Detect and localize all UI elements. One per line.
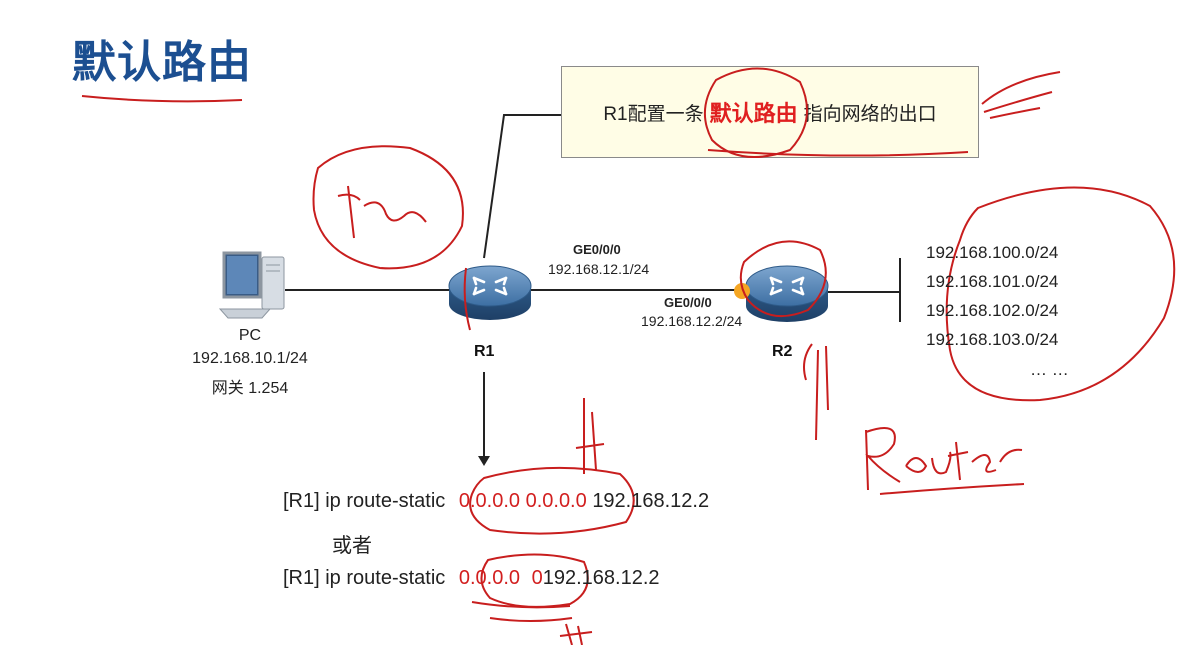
title-underline-stroke xyxy=(81,95,243,103)
arrowhead xyxy=(478,456,490,466)
ink-annotations xyxy=(312,67,1176,645)
r1-ip: 192.168.12.1/24 xyxy=(548,261,650,277)
command-2-prefix: [R1] ip route-static xyxy=(283,567,446,589)
callout-suffix: 指向网络的出口 xyxy=(803,103,937,125)
pc-icon xyxy=(218,251,285,319)
callout-prefix: R1配置一条 xyxy=(603,103,704,125)
command-1: [R1] ip route-static 0.0.0.0 0.0.0.0 192… xyxy=(283,490,709,513)
router-r1-icon xyxy=(448,265,532,320)
command-1-prefix: [R1] ip route-static xyxy=(283,490,446,512)
network-item: 192.168.103.0/24 xyxy=(926,330,1059,349)
pc-gateway: 网关 1.254 xyxy=(211,380,289,397)
r1-name: R1 xyxy=(474,343,495,360)
command-2-dest: 0.0.0.0 xyxy=(458,567,521,589)
r1-interface: GE0/0/0 xyxy=(573,242,621,257)
callout-highlight: 默认路由 xyxy=(709,101,798,126)
callout-box: R1配置一条 默认路由 指向网络的出口 xyxy=(561,66,979,158)
router-r2-icon xyxy=(745,265,829,322)
network-ellipsis: … … xyxy=(1030,360,1069,379)
r2-interface: GE0/0/0 xyxy=(664,295,712,310)
r2-ip: 192.168.12.2/24 xyxy=(641,313,743,329)
page-title: 默认路由 xyxy=(72,38,252,87)
command-1-nexthop: 192.168.12.2 xyxy=(592,490,710,512)
r2-name: R2 xyxy=(772,343,793,360)
pc-ip: 192.168.10.1/24 xyxy=(192,350,308,367)
command-2-mask: 0 xyxy=(531,567,543,589)
network-item: 192.168.101.0/24 xyxy=(926,272,1059,291)
callout-connector xyxy=(483,114,561,259)
pc-name: PC xyxy=(238,327,262,344)
command-2: [R1] ip route-static 0.0.0.0 0192.168.12… xyxy=(283,567,660,590)
or-text: 或者 xyxy=(332,535,372,557)
network-item: 192.168.102.0/24 xyxy=(926,301,1059,320)
command-2-nexthop: 192.168.12.2 xyxy=(542,567,660,589)
network-item: 192.168.100.0/24 xyxy=(926,243,1059,262)
command-1-dest: 0.0.0.0 0.0.0.0 xyxy=(458,490,587,512)
